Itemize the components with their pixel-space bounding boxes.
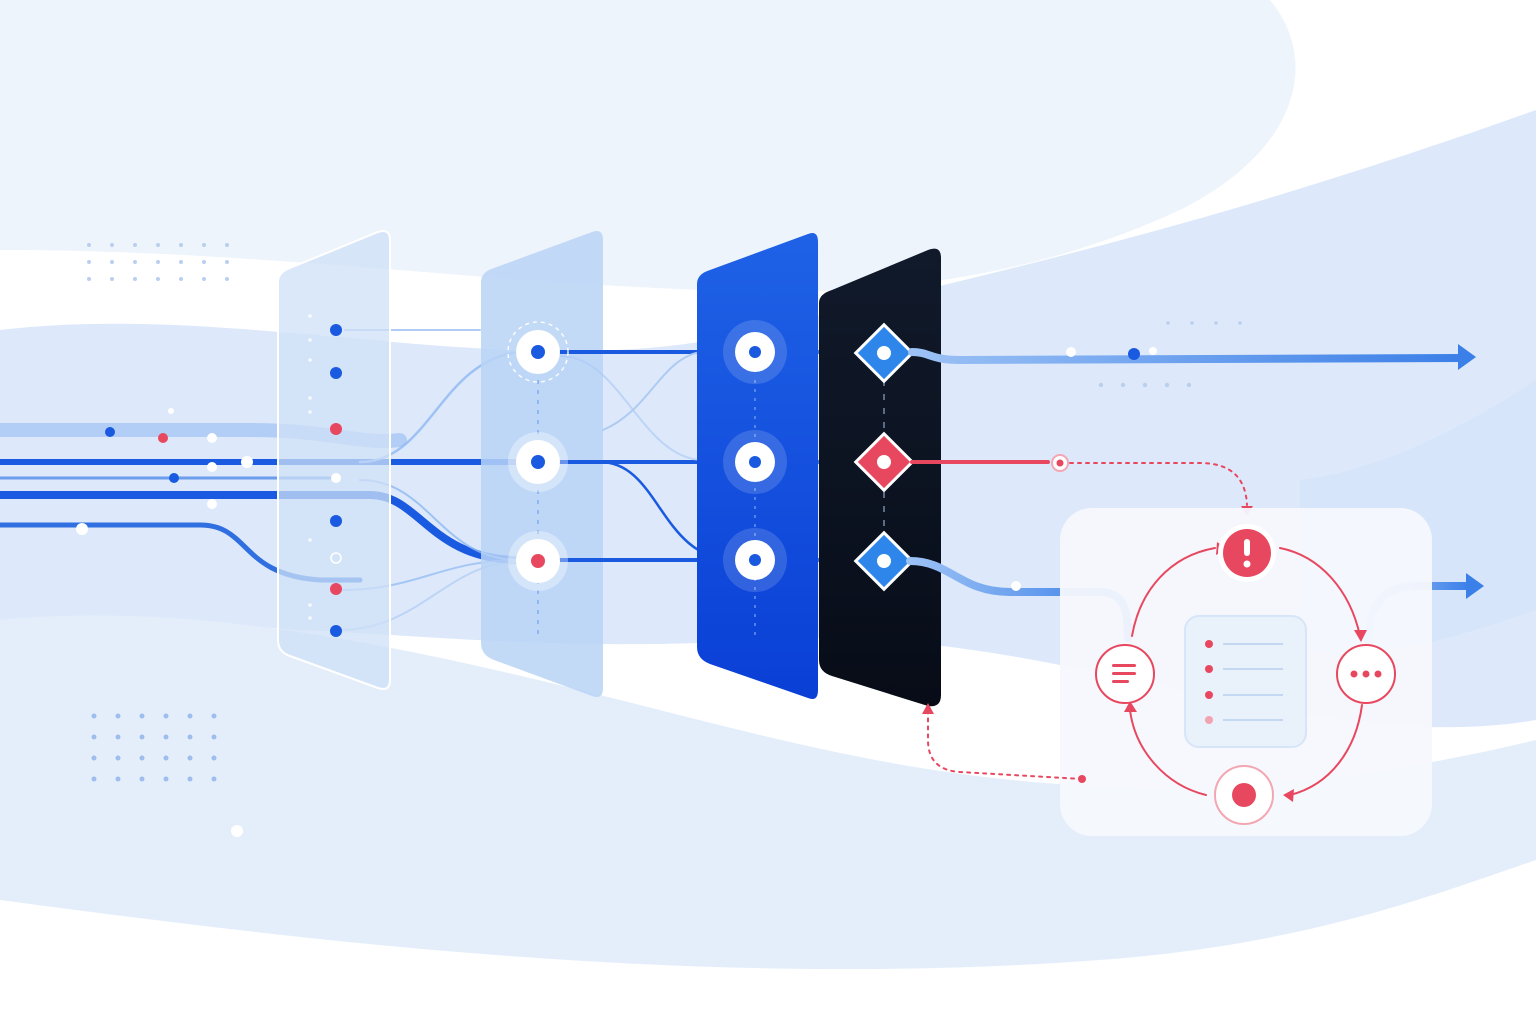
- grid-dot: [163, 755, 169, 761]
- grid-dot: [115, 713, 121, 719]
- review-loop-card: [1060, 508, 1432, 836]
- intake-node: [330, 515, 342, 527]
- intake-node-empty: [331, 473, 341, 483]
- grid-dot: [91, 713, 97, 719]
- grid-dot: [110, 260, 114, 264]
- more-icon: [1336, 644, 1396, 704]
- grid-dot: [1214, 321, 1218, 325]
- checklist-line: [1223, 719, 1283, 721]
- lane-dots: [76, 408, 253, 837]
- grid-dot: [179, 243, 183, 247]
- dot-grid-top-left: [87, 243, 229, 281]
- grid-dot: [91, 734, 97, 740]
- grid-dot: [139, 734, 145, 740]
- grid-dot: [1098, 382, 1104, 388]
- list-icon: [1095, 644, 1155, 704]
- grid-dot: [115, 776, 121, 782]
- grid-dot: [110, 277, 114, 281]
- grid-dot: [187, 755, 193, 761]
- grid-dot: [211, 776, 217, 782]
- grid-dot: [91, 755, 97, 761]
- grid-dot: [133, 277, 137, 281]
- intake-node: [330, 625, 342, 637]
- grid-dot: [225, 277, 229, 281]
- grid-dot: [225, 260, 229, 264]
- grid-dot: [133, 243, 137, 247]
- dot-grid-bottom-left: [91, 713, 217, 782]
- grid-dot: [1164, 382, 1170, 388]
- grid-dot: [163, 713, 169, 719]
- grid-dot: [139, 755, 145, 761]
- checklist-bullet: [1205, 665, 1213, 673]
- alert-icon: [1218, 524, 1276, 582]
- grid-dot: [211, 713, 217, 719]
- grid-dot: [156, 277, 160, 281]
- intake-node: [330, 367, 342, 379]
- checklist-line: [1223, 668, 1283, 670]
- arrow-right-icon: [1458, 344, 1476, 370]
- grid-dot: [133, 260, 137, 264]
- grid-dot: [225, 243, 229, 247]
- grid-dot: [87, 243, 91, 247]
- grid-dot: [179, 260, 183, 264]
- grid-dot: [139, 713, 145, 719]
- grid-dot: [156, 243, 160, 247]
- grid-dot: [87, 277, 91, 281]
- checklist-bullet: [1205, 691, 1213, 699]
- grid-dot: [1190, 321, 1194, 325]
- grid-dot: [1142, 382, 1148, 388]
- grid-dot: [110, 243, 114, 247]
- grid-dot: [87, 260, 91, 264]
- intake-node-flagged: [330, 423, 342, 435]
- grid-dot: [139, 776, 145, 782]
- grid-dot: [202, 243, 206, 247]
- grid-dot: [1238, 321, 1242, 325]
- intake-node: [330, 324, 342, 336]
- grid-dot: [1120, 382, 1126, 388]
- intake-node-flagged: [330, 583, 342, 595]
- grid-dot: [115, 734, 121, 740]
- grid-dot: [187, 776, 193, 782]
- grid-dot: [211, 734, 217, 740]
- grid-dot: [202, 277, 206, 281]
- grid-dot: [163, 734, 169, 740]
- grid-dot: [91, 776, 97, 782]
- grid-dot: [1186, 382, 1192, 388]
- output-top: [908, 344, 1476, 370]
- checklist-line: [1223, 643, 1283, 645]
- checklist-panel: [1184, 615, 1307, 748]
- grid-dot: [163, 776, 169, 782]
- grid-dot: [179, 277, 183, 281]
- checklist-bullet: [1205, 640, 1213, 648]
- output-alert: [910, 454, 1253, 516]
- stage-panel-intake: [277, 230, 391, 690]
- record-icon: [1214, 765, 1274, 825]
- validation-nodes: [853, 322, 915, 592]
- routing-nodes: [507, 321, 569, 591]
- checklist-bullet: [1205, 716, 1213, 724]
- arrow-right-icon: [1466, 573, 1484, 599]
- grid-dot: [202, 260, 206, 264]
- processing-nodes: [723, 320, 787, 592]
- review-cycle-arrows: [1129, 547, 1363, 796]
- checklist-line: [1223, 694, 1283, 696]
- dot-grid-right: [1098, 321, 1242, 388]
- grid-dot: [187, 734, 193, 740]
- grid-dot: [1166, 321, 1170, 325]
- grid-dot: [187, 713, 193, 719]
- feedback-arrow: [922, 703, 1086, 783]
- grid-dot: [115, 755, 121, 761]
- grid-dot: [211, 755, 217, 761]
- grid-dot: [156, 260, 160, 264]
